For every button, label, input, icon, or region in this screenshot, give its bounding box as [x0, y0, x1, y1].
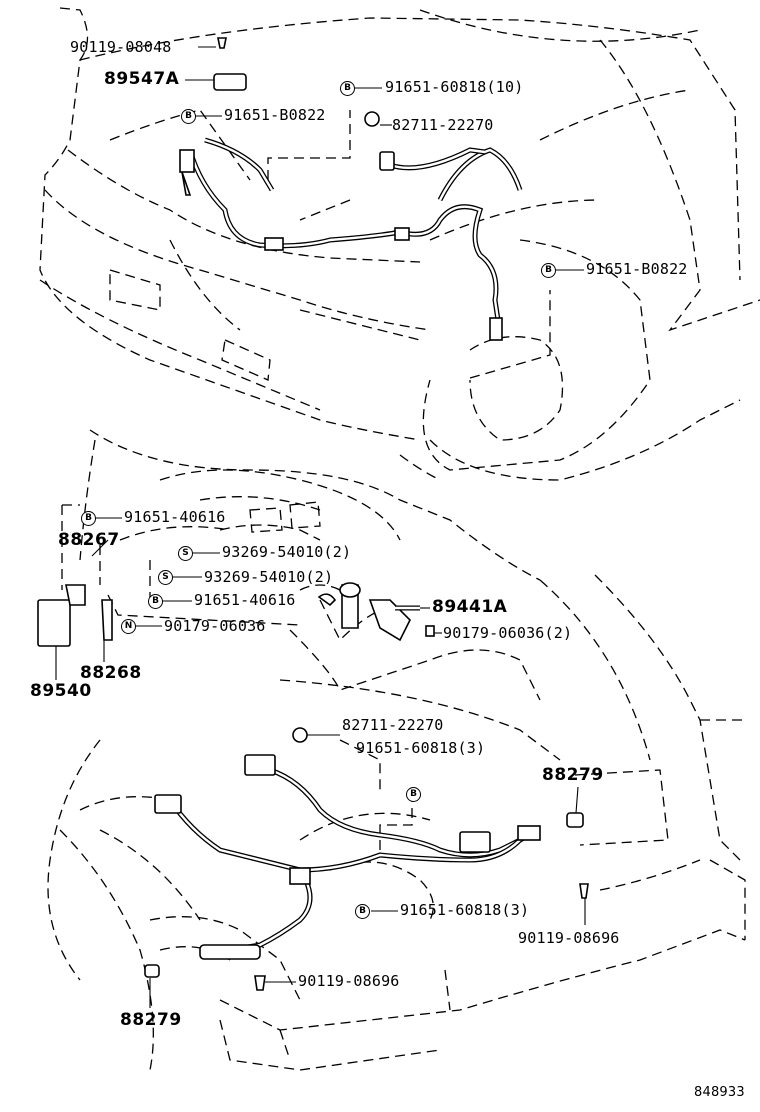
label-bolt-91651-40616-b: 91651-40616: [194, 591, 296, 609]
bolt-a-symbol: B: [81, 511, 96, 526]
label-front-clamp-right: 91651-B0822: [586, 260, 688, 278]
label-front-clamp-top: 91651-60818(10): [385, 78, 524, 96]
label-rear-clamp-top: 91651-60818(3): [356, 739, 486, 757]
label-sensor-89441A: 89441A: [432, 597, 508, 617]
cabin-outline: [61, 429, 541, 701]
rear-abs-harness: [144, 727, 589, 991]
front-vehicle-outline: [39, 7, 760, 481]
middle-parts: [37, 582, 435, 647]
front-clamp-left-symbol: B: [181, 109, 196, 124]
label-nut-90179-b: 90179-06036(2): [443, 624, 573, 642]
label-rear-sensor-88279-right: 88279: [542, 765, 604, 785]
label-nut-90179-a: 90179-06036: [164, 617, 266, 635]
figure-id: 848933: [694, 1085, 745, 1100]
rear-clamp-top-symbol: B: [406, 787, 421, 802]
front-clamp-top-symbol: B: [340, 81, 355, 96]
label-computer-89540: 89540: [30, 681, 92, 701]
label-front-wire-clamp: 82711-22270: [392, 116, 494, 134]
label-front-clamp-left: 91651-B0822: [224, 106, 326, 124]
label-rear-clamp-bottom: 91651-60818(3): [400, 901, 530, 919]
rear-vehicle-outline: [47, 574, 746, 1071]
bolt-b-symbol: B: [148, 594, 163, 609]
label-rear-sensor-88279-left: 88279: [120, 1010, 182, 1030]
screw-b-symbol: S: [158, 570, 173, 585]
label-bolt-91651-40616-a: 91651-40616: [124, 508, 226, 526]
front-clamp-right-symbol: B: [541, 263, 556, 278]
label-bolt-90119-08696-left: 90119-08696: [298, 972, 400, 990]
leader-lines: [55, 46, 586, 1008]
rear-clamp-bottom-symbol: B: [355, 904, 370, 919]
label-bracket-88268: 88268: [80, 663, 142, 683]
label-bolt-90119-08048: 90119-08048: [70, 38, 172, 56]
label-bolt-90119-08696-right: 90119-08696: [518, 929, 620, 947]
label-front-harness: 89547A: [104, 69, 180, 89]
label-rear-wire-clamp: 82711-22270: [342, 716, 444, 734]
label-bracket-88267: 88267: [58, 530, 120, 550]
screw-a-symbol: S: [178, 546, 193, 561]
label-screw-93269-b: 93269-54010(2): [204, 568, 334, 586]
label-screw-93269-a: 93269-54010(2): [222, 543, 352, 561]
front-abs-harness: [179, 37, 523, 341]
nut-a-symbol: N: [121, 619, 136, 634]
